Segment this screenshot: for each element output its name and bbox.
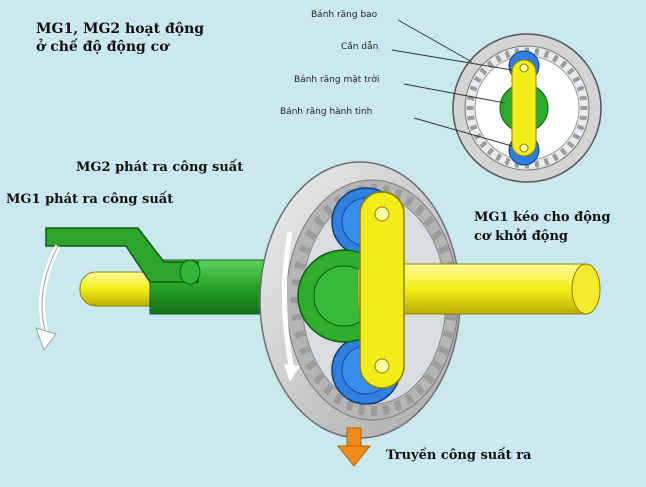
title-line-1: MG1, MG2 hoạt động bbox=[36, 21, 205, 37]
gear-tooth bbox=[559, 147, 568, 156]
gear-tooth bbox=[423, 372, 435, 385]
gear-tooth bbox=[534, 48, 540, 56]
gear-tooth bbox=[358, 404, 366, 416]
gear-tooth bbox=[552, 54, 559, 63]
inset-label-sun-gear: Bánh răng mặt trời bbox=[294, 75, 380, 85]
gear-tooth bbox=[469, 85, 478, 92]
power-output-label: Truyền công suất ra bbox=[386, 448, 532, 463]
inset-label-planet-gear: Bánh răng hành tinh bbox=[280, 107, 373, 117]
gear-tooth bbox=[467, 115, 475, 121]
gear-tooth bbox=[473, 76, 482, 83]
ring-rotation-arrowhead bbox=[284, 364, 300, 382]
gear-tooth bbox=[298, 345, 311, 356]
gear-tooth bbox=[442, 329, 454, 339]
gear-tooth bbox=[431, 359, 443, 371]
gear-tooth bbox=[566, 67, 575, 76]
gear-tooth bbox=[543, 157, 550, 166]
gear-tooth bbox=[579, 115, 587, 121]
down-arrow-icon bbox=[336, 427, 372, 467]
gear-tooth bbox=[294, 261, 306, 271]
gear-tooth bbox=[333, 393, 344, 405]
gear-tooth bbox=[534, 160, 540, 168]
mg1-start-label: MG1 kéo cho động cơ khởi động bbox=[474, 208, 610, 246]
gear-tooth bbox=[305, 359, 317, 371]
gear-tooth bbox=[414, 204, 426, 217]
gear-tooth bbox=[543, 50, 550, 59]
mg1-lever-arm bbox=[45, 227, 199, 283]
gear-tooth bbox=[345, 399, 355, 412]
mg2-output-label: MG2 phát ra công suất bbox=[76, 160, 244, 175]
gear-tooth bbox=[437, 244, 450, 255]
gear-tooth bbox=[580, 106, 588, 110]
gear-tooth bbox=[393, 399, 403, 412]
inset-diagram bbox=[452, 33, 602, 183]
gear-tooth bbox=[322, 204, 334, 217]
gear-tooth bbox=[291, 313, 303, 322]
ring-rotation-arrow bbox=[282, 231, 295, 371]
curved-arrow-icon bbox=[35, 244, 61, 352]
gear-tooth bbox=[431, 229, 443, 241]
gear-tooth bbox=[291, 297, 301, 303]
gear-tooth bbox=[576, 85, 585, 92]
gear-tooth bbox=[423, 215, 435, 228]
inset-label-ring-gear: Bánh răng bao bbox=[311, 10, 378, 20]
gear-tooth bbox=[414, 383, 426, 396]
gear-tooth bbox=[298, 244, 311, 255]
mg1-start-line-2: cơ khởi động bbox=[474, 229, 569, 244]
mg1-start-line-1: MG1 kéo cho động bbox=[474, 210, 611, 225]
gear-tooth bbox=[559, 60, 568, 69]
mg1-output-label: MG1 phát ra công suất bbox=[6, 192, 174, 207]
gear-tooth bbox=[495, 153, 502, 162]
gear-tooth bbox=[504, 157, 511, 166]
gear-tooth bbox=[469, 124, 478, 131]
shaft-end-cap bbox=[571, 263, 601, 315]
gear-tooth bbox=[313, 372, 325, 385]
inset-leader-lines bbox=[391, 19, 513, 147]
gear-tooth bbox=[576, 124, 585, 131]
gear-tooth bbox=[479, 67, 488, 76]
gear-tooth bbox=[404, 195, 415, 207]
lever-hub bbox=[179, 259, 201, 285]
gear-tooth bbox=[504, 50, 511, 59]
gear-tooth bbox=[572, 76, 581, 83]
gear-tooth bbox=[486, 147, 495, 156]
gear-tooth bbox=[445, 313, 457, 322]
inset-label-carrier: Cần dẫn bbox=[341, 42, 379, 52]
gear-tooth bbox=[566, 140, 575, 149]
gear-tooth bbox=[404, 393, 415, 405]
gear-tooth bbox=[305, 229, 317, 241]
gear-tooth bbox=[437, 345, 450, 356]
planet-carrier bbox=[359, 191, 405, 389]
gear-tooth bbox=[479, 140, 488, 149]
gear-tooth bbox=[294, 329, 306, 339]
gear-tooth bbox=[382, 404, 390, 416]
gear-tooth bbox=[313, 215, 325, 228]
gear-tooth bbox=[466, 106, 474, 110]
gear-tooth bbox=[579, 95, 587, 101]
page-title: MG1, MG2 hoạt động ở chế độ động cơ bbox=[36, 20, 204, 56]
gear-tooth bbox=[322, 383, 334, 396]
gear-tooth bbox=[495, 54, 502, 63]
title-line-2: ở chế độ động cơ bbox=[36, 39, 169, 55]
gear-tooth bbox=[552, 153, 559, 162]
gear-tooth bbox=[371, 406, 377, 416]
ring-gear-teeth bbox=[291, 184, 457, 416]
gear-tooth bbox=[572, 133, 581, 140]
